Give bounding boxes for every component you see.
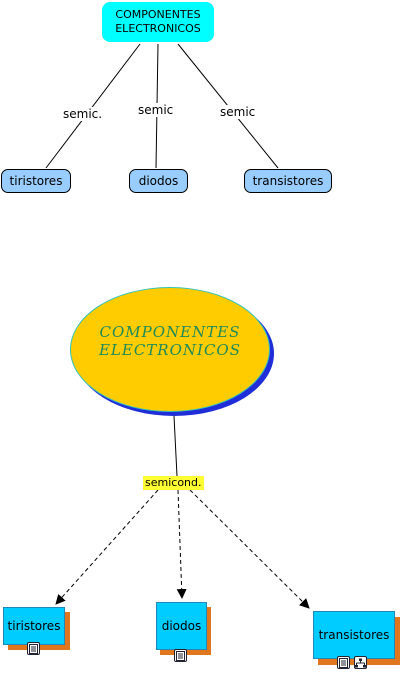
top-node-diodos-label: diodos [138, 174, 179, 188]
bottom-node-diodos-label: diodos [161, 619, 202, 633]
bottom-node-diodos[interactable]: diodos [156, 602, 207, 650]
top-node-transistores-label: transistores [252, 174, 324, 188]
bottom-node-transistores-label: transistores [318, 628, 390, 642]
top-node-diodos[interactable]: diodos [129, 169, 188, 193]
bottom-line-root [173, 415, 178, 477]
top-node-transistores[interactable]: transistores [244, 169, 332, 193]
bottom-arrow-tiristores [55, 489, 159, 605]
top-root-line2: ELECTRONICOS [115, 22, 201, 35]
bottom-root-concept[interactable]: COMPONENTES ELECTRONICOS [70, 287, 270, 412]
top-node-tiristores-label: tiristores [9, 174, 63, 188]
top-link-label-tiristores: semic. [62, 107, 104, 121]
top-link-label-transistores: semic [219, 105, 257, 119]
document-icon[interactable] [27, 642, 40, 655]
document-icon[interactable] [174, 649, 187, 662]
sitemap-icon[interactable] [354, 656, 367, 669]
top-root-concept[interactable]: COMPONENTES ELECTRONICOS [102, 2, 214, 42]
top-link-label-diodos: semic [137, 103, 175, 117]
bottom-node-tiristores[interactable]: tiristores [3, 607, 65, 645]
bottom-arrow-diodos [176, 489, 187, 599]
bottom-node-transistores[interactable]: transistores [313, 611, 395, 659]
bottom-node-tiristores-label: tiristores [7, 619, 61, 633]
top-node-tiristores[interactable]: tiristores [1, 169, 71, 193]
top-line-tiristores [45, 43, 141, 169]
bottom-root-line2: ELECTRONICOS [98, 340, 242, 359]
bottom-arrow-transistores [189, 489, 310, 609]
bottom-root-line1: COMPONENTES [99, 322, 241, 341]
link-label-semicond: semicond. [143, 476, 204, 490]
document-icon[interactable] [337, 656, 350, 669]
top-root-line1: COMPONENTES [115, 8, 201, 21]
